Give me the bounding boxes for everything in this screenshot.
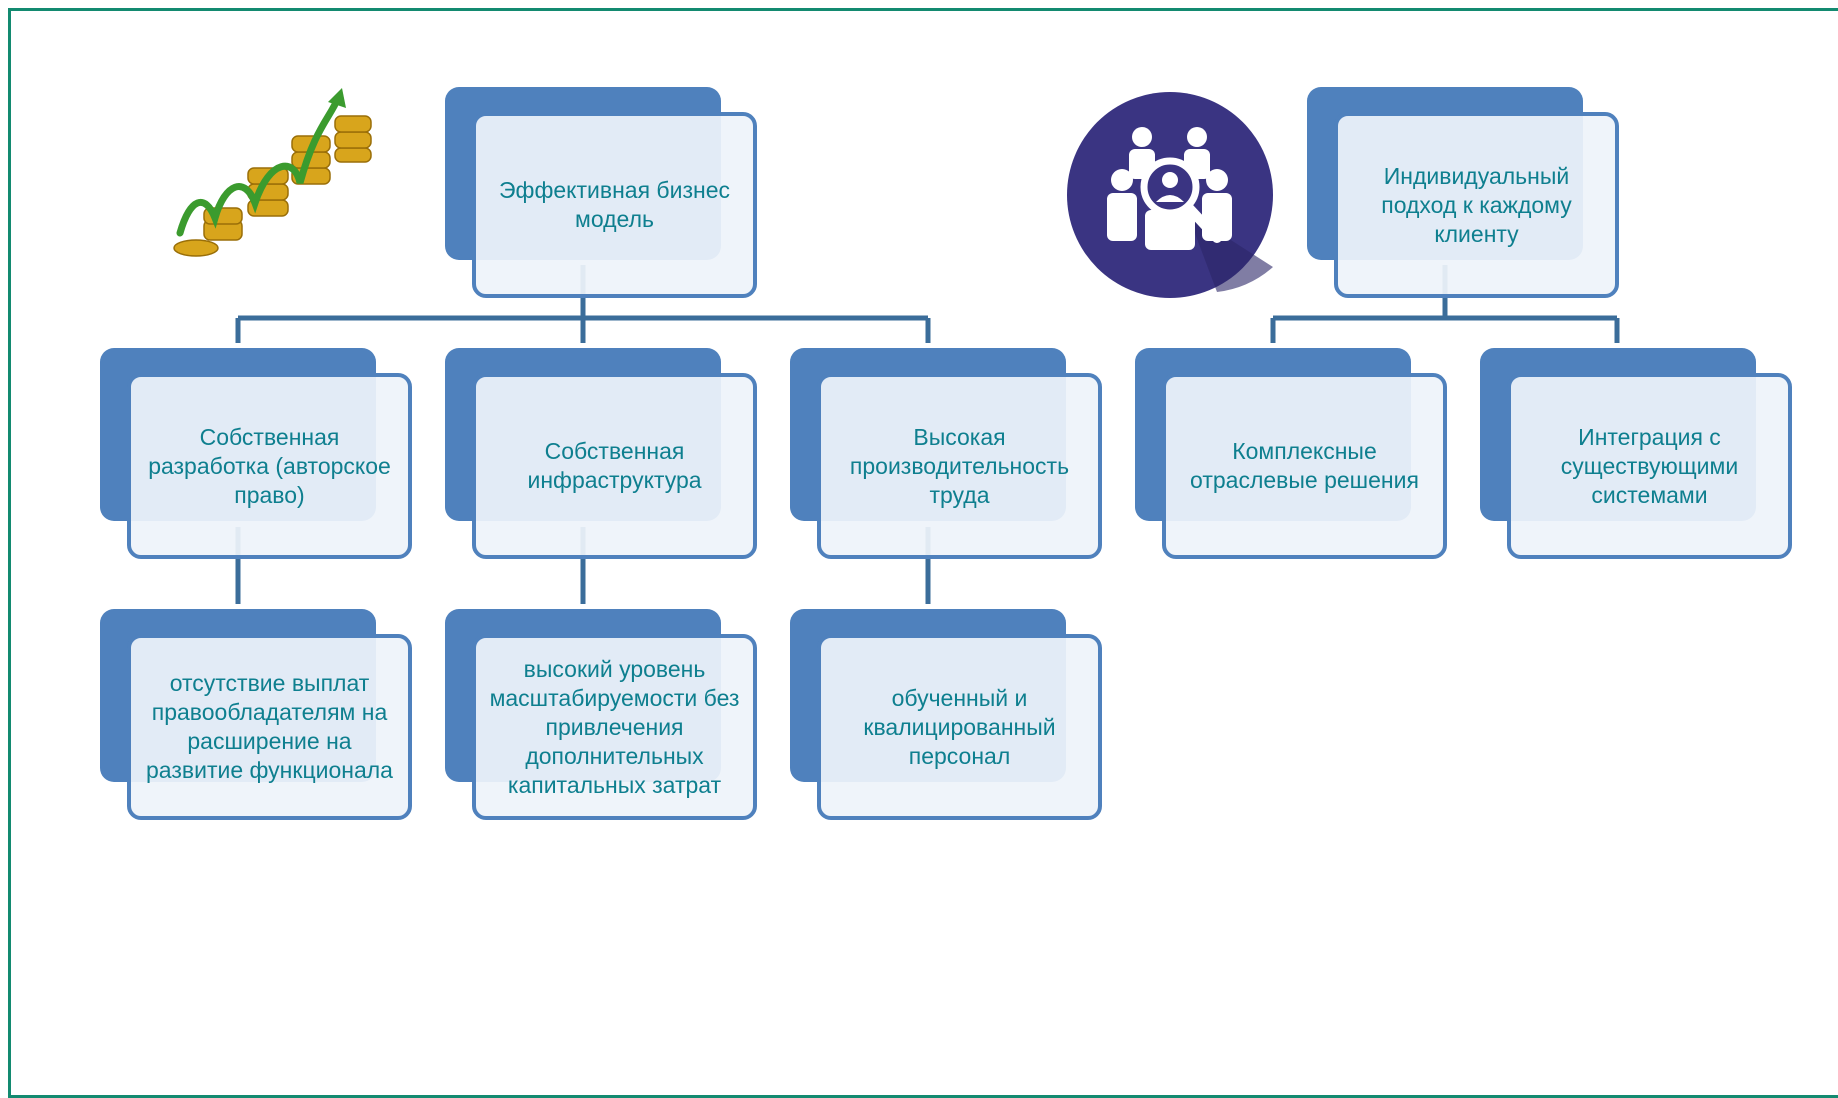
node-left-grandchild-1: отсутствие выплат правообладателям на ра… <box>100 609 412 820</box>
node-label: Индивидуальный подход к каждому клиенту <box>1381 162 1572 247</box>
node-label: Эффективная бизнес модель <box>499 177 730 232</box>
node-left-grandchild-2: высокий уровень масштабируемости без при… <box>445 609 757 820</box>
node-left-root: Эффективная бизнес модель <box>445 87 757 298</box>
node-right-child-1: Комплексные отраслевые решения <box>1135 348 1447 559</box>
node-label: обученный и квалицированный персонал <box>863 684 1056 769</box>
node-left-child-2: Собственная инфраструктура <box>445 348 757 559</box>
node-right-child-2: Интеграция с существующими системами <box>1480 348 1792 559</box>
node-label: Интеграция с существующими системами <box>1560 423 1739 508</box>
node-label: высокий уровень масштабируемости без при… <box>489 655 740 798</box>
node-left-child-3: Высокая производительность труда <box>790 348 1102 559</box>
node-label: Комплексные отраслевые решения <box>1190 438 1419 493</box>
node-label: Собственная инфраструктура <box>527 438 702 493</box>
team-search-icon <box>1067 92 1273 298</box>
node-label: Собственная разработка (авторское право) <box>148 423 391 508</box>
node-left-grandchild-3: обученный и квалицированный персонал <box>790 609 1102 820</box>
node-right-root: Индивидуальный подход к каждому клиенту <box>1307 87 1619 298</box>
node-label: отсутствие выплат правообладателям на ра… <box>146 670 393 783</box>
node-left-child-1: Собственная разработка (авторское право) <box>100 348 412 559</box>
node-label: Высокая производительность труда <box>849 423 1070 508</box>
coins-growth-icon <box>173 88 372 257</box>
